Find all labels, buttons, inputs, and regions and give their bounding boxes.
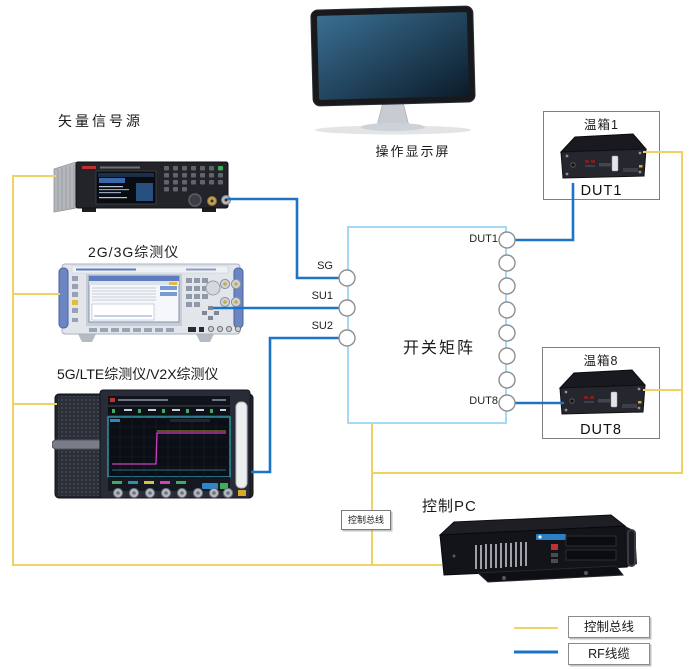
control-bus-main xyxy=(12,175,442,566)
tester-5g-label: 5G/LTE综测仪/V2X综测仪 xyxy=(57,366,219,382)
vector-signal-generator-image xyxy=(53,161,231,213)
cmu-softkeys xyxy=(89,328,174,332)
cmu-knob xyxy=(205,280,221,296)
matrix-port-circles xyxy=(338,231,516,412)
uxm-screen xyxy=(107,416,231,478)
port-dut1-circle xyxy=(498,231,516,249)
cmu-keypad xyxy=(186,278,208,307)
pc-logo xyxy=(536,534,566,540)
port-circle xyxy=(498,301,516,319)
cmu-rf-connectors xyxy=(219,278,242,308)
port-label-su2: SU2 xyxy=(311,320,333,332)
rf-cable-lines xyxy=(213,183,575,654)
signal-source-label: 矢量信号源 xyxy=(58,113,143,129)
control-bus-right-riser xyxy=(372,151,683,474)
control-pc-label: 控制PC xyxy=(422,498,477,515)
tester-2g3g-image xyxy=(58,263,244,342)
pc-rail xyxy=(476,565,624,583)
port-label-sg: SG xyxy=(317,260,333,272)
pc-power-button xyxy=(551,544,558,550)
siggen-logo xyxy=(82,166,96,169)
cmu-arrow-keys xyxy=(202,306,219,320)
port-circle xyxy=(498,277,516,295)
siggen-keypad xyxy=(164,166,223,192)
port-label-su1: SU1 xyxy=(311,290,333,302)
cmu-left-handle xyxy=(58,267,69,329)
dut8-label: DUT8 xyxy=(580,422,622,438)
monitor-image xyxy=(310,5,476,135)
uxm-handle xyxy=(235,401,248,489)
dut1-label: DUT1 xyxy=(580,183,623,199)
cmu-left-buttons xyxy=(72,276,78,322)
port-label-dut1: DUT1 xyxy=(469,233,498,245)
port-su1-circle xyxy=(338,299,356,317)
monitor-base xyxy=(361,123,425,131)
legend-rf-cable: RF线缆 xyxy=(568,643,650,665)
siggen-screen xyxy=(95,170,157,205)
control-bus-lines xyxy=(12,151,683,629)
chamber-box-1: 温箱1 DUT1 xyxy=(543,111,660,200)
control-pc-image xyxy=(438,514,637,583)
pc-drive-bay-2 xyxy=(565,549,617,561)
cmu-bottom-ports xyxy=(188,325,242,333)
port-dut8-circle xyxy=(498,394,516,412)
monitor-screen xyxy=(316,12,469,100)
pc-vent-grille xyxy=(475,542,527,569)
port-sg-circle xyxy=(338,269,356,287)
siggen-knob xyxy=(188,193,202,207)
switch-matrix-box xyxy=(347,226,507,424)
port-label-dut8: DUT8 xyxy=(469,395,498,407)
rf-5g-to-su2 xyxy=(251,336,340,474)
rf-dut1-link xyxy=(514,183,575,242)
monitor-bezel xyxy=(310,5,476,107)
chamber-box-8: 温箱8 DUT8 xyxy=(542,347,660,439)
tester-5g-image xyxy=(52,389,254,499)
chamber1-title: 温箱1 xyxy=(584,118,619,132)
port-circle xyxy=(498,371,516,389)
port-su2-circle xyxy=(338,329,356,347)
uxm-lower-strip xyxy=(108,477,230,491)
uxm-rf-connectors xyxy=(112,487,246,499)
chamber8-title: 温箱8 xyxy=(583,354,619,368)
legend-control-bus: 控制总线 xyxy=(568,616,650,638)
port-circle xyxy=(498,254,516,272)
switch-matrix-label: 开关矩阵 xyxy=(402,340,475,357)
tester-2g3g-label: 2G/3G综测仪 xyxy=(88,244,180,260)
monitor-label: 操作显示屏 xyxy=(375,144,451,159)
uxm-logo xyxy=(110,398,115,402)
cmu-screen xyxy=(86,274,182,326)
pc-drive-bay-1 xyxy=(565,535,617,547)
port-circle xyxy=(498,347,516,365)
uxm-indicator-row xyxy=(108,407,230,415)
pc-handle xyxy=(627,529,636,567)
control-bus-tag: 控制总线 xyxy=(341,510,391,530)
rf-siggen-to-sg xyxy=(227,197,340,280)
port-circle xyxy=(498,324,516,342)
